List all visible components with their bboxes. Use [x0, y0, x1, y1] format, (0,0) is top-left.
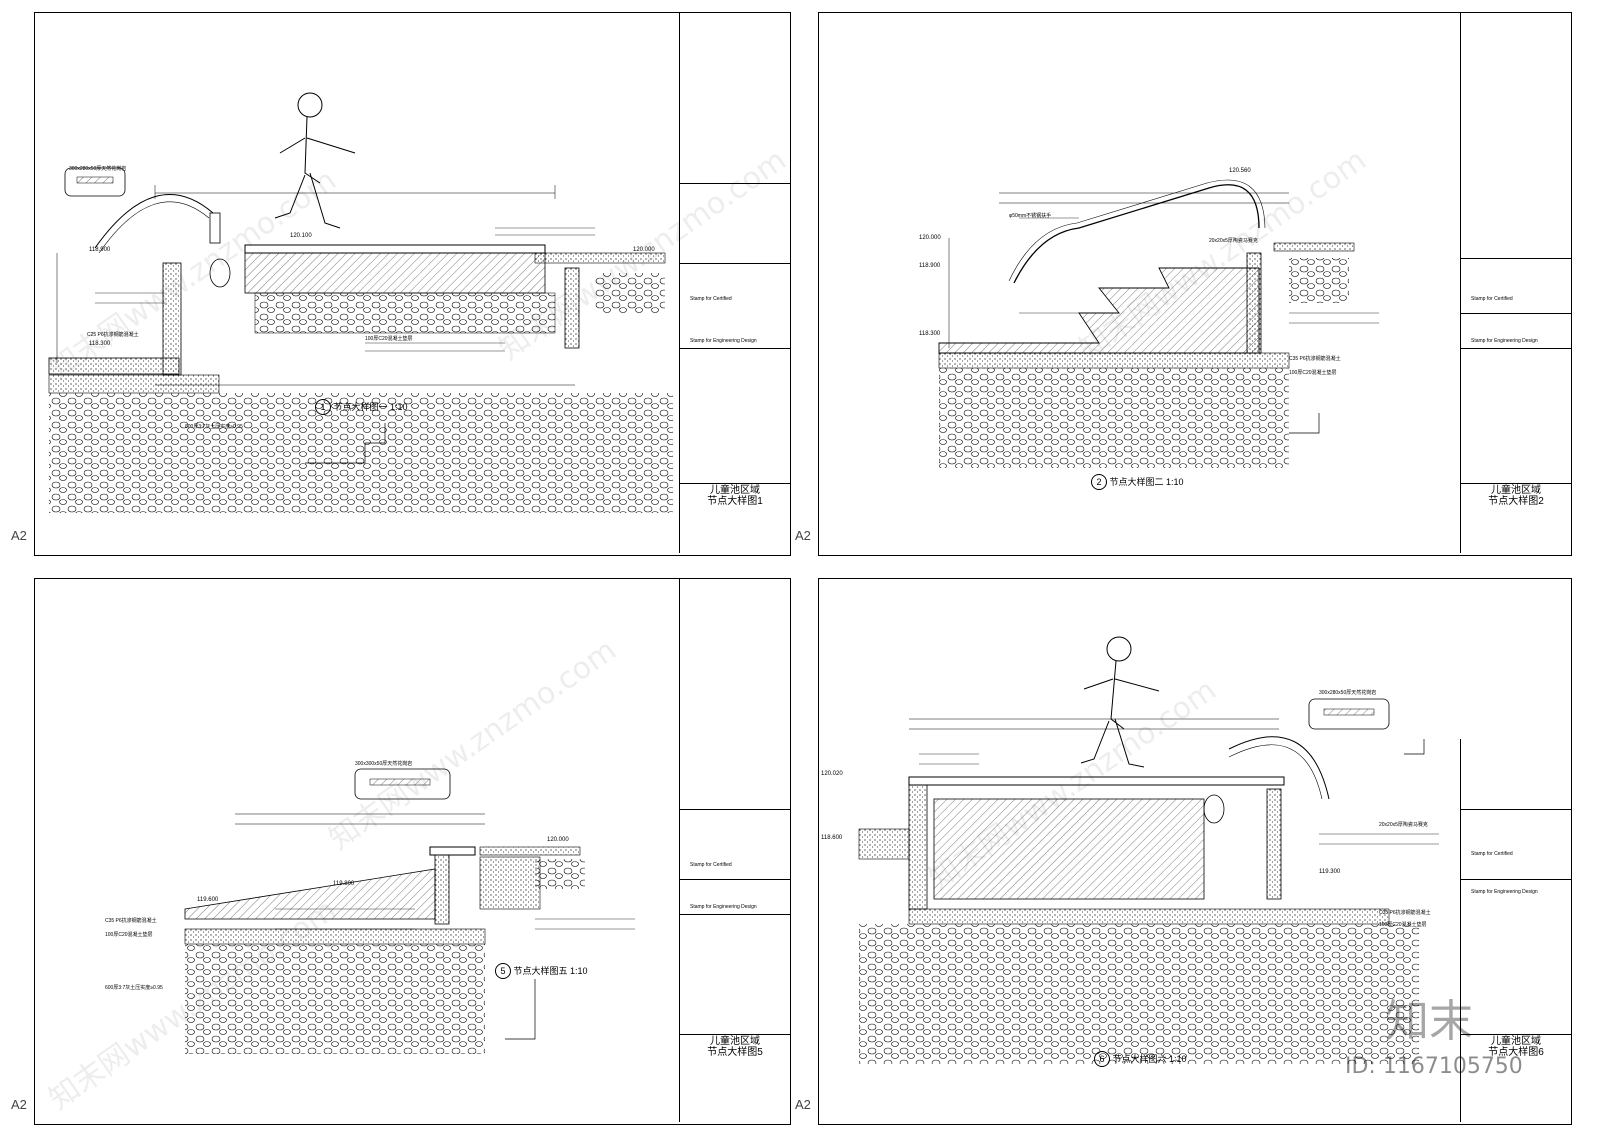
caption-scale: 1:10 [1169, 1054, 1187, 1064]
sheet-size-tag: A2 [795, 528, 811, 543]
drawing-sheet-2: A2 120.000 120.560 118.900 118.300 φ50mm… [795, 12, 1572, 556]
section-detail-6 [858, 636, 1439, 1064]
caption-text: 节点大样图五 [513, 966, 568, 976]
stamp-label: Stamp for Certified [1471, 851, 1513, 857]
elevation-label: 119.800 [333, 881, 355, 887]
elevation-label: 118.300 [89, 341, 111, 347]
drawing-title: 儿童池区域节点大样图2 [1488, 485, 1544, 507]
stamp-label: Stamp for Certified [690, 862, 732, 868]
caption-scale: 1:10 [390, 402, 408, 412]
material-note: 300x280x50厚天然花岗岩 [69, 166, 127, 172]
eng-stamp-label: Stamp for Engineering Design [1471, 338, 1538, 344]
drawing-title: 儿童池区域节点大样图5 [707, 1036, 763, 1058]
drawing-title: 儿童池区域节点大样图6 [1488, 1036, 1544, 1058]
material-note: 100厚C20混凝土垫层 [1379, 922, 1427, 928]
elevation-label: 119.600 [197, 897, 219, 903]
material-note: 600厚3:7灰土压实度≥0.95 [105, 985, 163, 991]
sheet-size-tag: A2 [11, 1097, 27, 1112]
title-block: Stamp for Certified Stamp for Engineerin… [679, 13, 790, 553]
material-note: 600厚3:7灰土压实度≥0.95 [185, 424, 243, 430]
elevation-label: 120.000 [547, 837, 569, 843]
caption-scale: 1:10 [570, 966, 588, 976]
material-note: 20x20x5厚陶瓷马赛克 [1379, 822, 1428, 828]
title-block: Stamp for Certified Stamp for Engineerin… [1460, 739, 1571, 1122]
drawing-title: 儿童池区域节点大样图1 [707, 485, 763, 507]
eng-stamp-label: Stamp for Engineering Design [1471, 889, 1538, 895]
sheet-size-tag: A2 [795, 1097, 811, 1112]
material-note: C35 P6抗渗钢筋混凝土 [105, 918, 157, 924]
material-note: 300x300x50厚天然花岗岩 [355, 761, 413, 767]
caption-number-circle: 2 [1091, 474, 1107, 490]
caption-number-circle: 5 [495, 963, 511, 979]
material-note: 20x20x5厚陶瓷马赛克 [1209, 238, 1258, 244]
eng-stamp-label: Stamp for Engineering Design [690, 338, 757, 344]
sheet-size-tag: A2 [11, 528, 27, 543]
drawing-sheet-1: A2 118.900 120.100 120.000 118.300 300x2… [11, 12, 791, 556]
caption-scale: 1:10 [1166, 477, 1184, 487]
material-note: C35 P6抗渗钢筋混凝土 [1289, 356, 1341, 362]
section-detail-2 [938, 179, 1379, 468]
section-detail-1 [48, 92, 673, 513]
eng-stamp-label: Stamp for Engineering Design [690, 904, 757, 910]
elevation-label: 119.300 [1319, 869, 1341, 875]
material-note: 100厚C20混凝土垫层 [105, 932, 153, 938]
elevation-label: 120.000 [633, 247, 655, 253]
material-note: C35 P6抗渗钢筋混凝土 [1379, 910, 1431, 916]
elevation-label: 118.300 [919, 331, 941, 337]
material-note: 100厚C20混凝土垫层 [365, 336, 413, 342]
drawing-sheet-3: A2 120.000 119.800 119.600 300x300x50厚天然… [11, 578, 791, 1125]
elevation-label: 120.000 [919, 235, 941, 241]
material-note: φ50mm不锈钢扶手 [1009, 213, 1052, 219]
title-block: Stamp for Certified Stamp for Engineerin… [679, 579, 790, 1122]
elevation-label: 120.100 [290, 233, 312, 239]
caption-number-circle: 1 [315, 399, 331, 415]
caption-number-circle: 6 [1094, 1051, 1110, 1067]
stamp-label: Stamp for Certified [690, 296, 732, 302]
detail-caption: 5 节点大样图五 1:10 [495, 963, 588, 979]
caption-text: 节点大样图六 [1112, 1054, 1167, 1064]
elevation-label: 118.600 [821, 835, 843, 841]
caption-text: 节点大样图一 [333, 402, 388, 412]
image-id-label: ID: 1167105750 [1345, 1054, 1523, 1079]
drawing-sheet-4: A2 120.020 119.300 118.600 300x280x50厚天然… [795, 578, 1572, 1125]
material-note: 100厚C20混凝土垫层 [1289, 370, 1337, 376]
stamp-label: Stamp for Certified [1471, 296, 1513, 302]
material-note: 300x280x50厚天然花岗岩 [1319, 690, 1377, 696]
elevation-label: 118.900 [89, 247, 111, 253]
elevation-label: 120.020 [821, 771, 843, 777]
brand-logo: 知末 [1385, 996, 1473, 1047]
elevation-label: 120.560 [1229, 168, 1251, 174]
detail-caption: 2 节点大样图二 1:10 [1091, 474, 1184, 490]
detail-caption: 6 节点大样图六 1:10 [1094, 1051, 1187, 1067]
material-note: C25 P6抗渗钢筋混凝土 [87, 332, 139, 338]
section-detail-5 [184, 768, 635, 1054]
title-block: Stamp for Certified Stamp for Engineerin… [1460, 13, 1571, 553]
detail-caption: 1 节点大样图一 1:10 [315, 399, 408, 415]
elevation-label: 118.900 [919, 263, 941, 269]
caption-text: 节点大样图二 [1109, 477, 1164, 487]
